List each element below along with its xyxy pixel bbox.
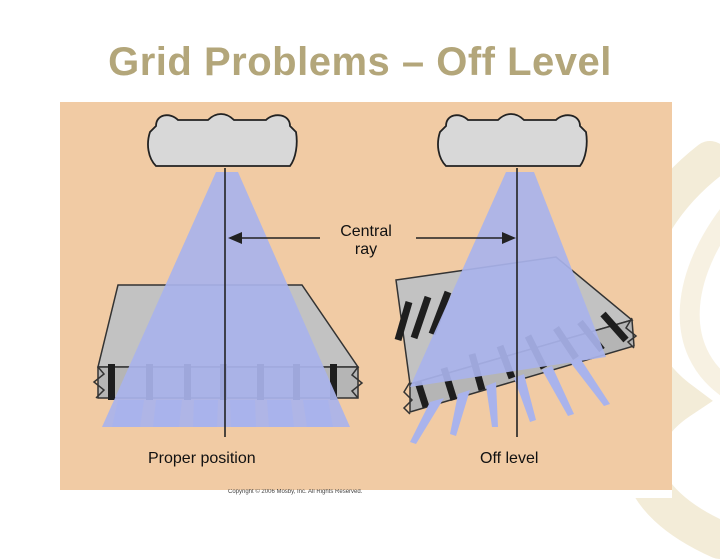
off-level-diagram [394,113,638,444]
proper-beam-fan [102,172,350,427]
central-ray-label-line1: Central [340,223,392,240]
caption-strip [60,490,672,498]
offlevel-grid-torn-edge-left [402,381,414,415]
offlevel-xray-tube [437,113,588,167]
grid-diagram-svg: Central ray Proper position Off level [92,113,638,467]
off-level-label: Off level [480,450,538,467]
slide-title: Grid Problems – Off Level [108,40,612,84]
proper-grid-torn-edge-right [350,366,364,399]
proper-transmitted-beams [112,400,333,427]
central-ray-arrowhead-left [228,232,242,244]
grid-diagram-figure: Central ray Proper position Off level [60,102,672,492]
copyright-notice: Copyright © 2006 Mosby, Inc. All Rights … [228,489,363,495]
proper-position-diagram [92,113,364,437]
central-ray-callout: Central ray [228,214,516,262]
central-ray-label-line2: ray [355,241,377,258]
offlevel-grid-torn-edge-right [625,317,638,349]
central-ray-arrowhead-right [502,232,516,244]
proper-xray-tube [147,113,298,167]
offlevel-transmitted-beams [410,358,610,444]
offlevel-beam-fan [410,172,606,387]
proper-grid-torn-edge-left [92,366,106,399]
proper-position-label: Proper position [148,450,256,467]
